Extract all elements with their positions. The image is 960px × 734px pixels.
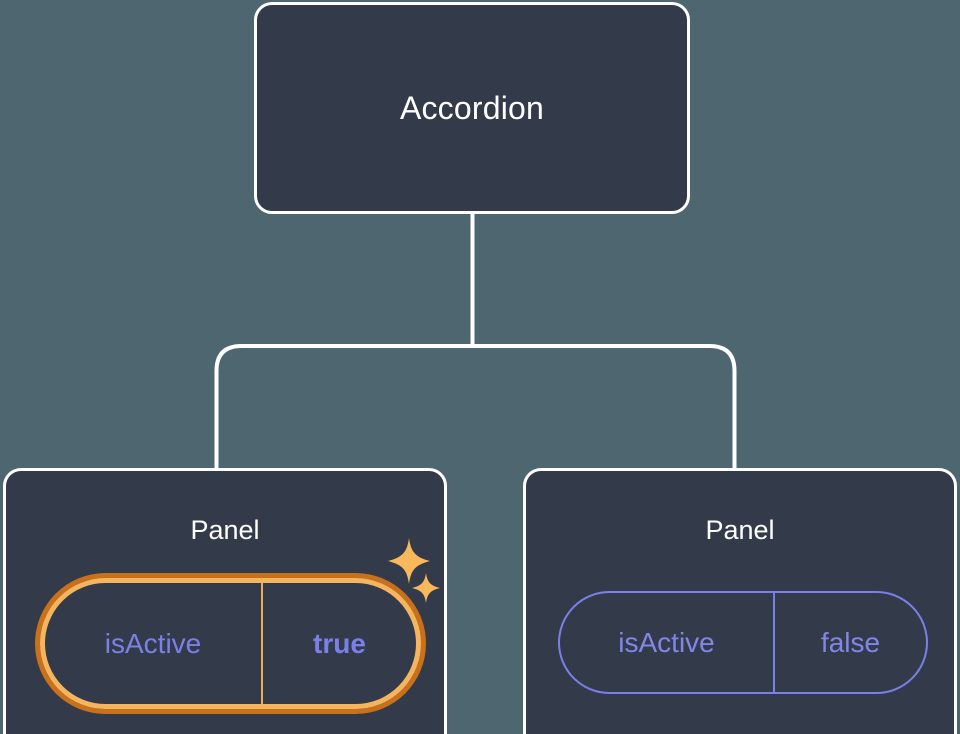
prop-key-label: isActive bbox=[560, 593, 775, 692]
node-panel-left-title: Panel bbox=[190, 515, 260, 545]
connector-branch-bar bbox=[214, 344, 737, 468]
prop-value-label: true bbox=[313, 627, 366, 659]
node-panel-right[interactable]: Panel isActive false bbox=[523, 468, 957, 734]
node-panel-right-title: Panel bbox=[705, 515, 775, 545]
prop-pill-isactive-true[interactable]: isActive true bbox=[40, 578, 421, 709]
prop-value-label: false bbox=[820, 626, 881, 658]
prop-key-label: isActive bbox=[45, 583, 263, 704]
node-panel-left[interactable]: Panel isActive true bbox=[3, 468, 447, 734]
node-accordion[interactable]: Accordion bbox=[254, 2, 690, 214]
prop-pill-isactive-false[interactable]: isActive false bbox=[558, 591, 928, 694]
node-accordion-title: Accordion bbox=[399, 90, 545, 126]
